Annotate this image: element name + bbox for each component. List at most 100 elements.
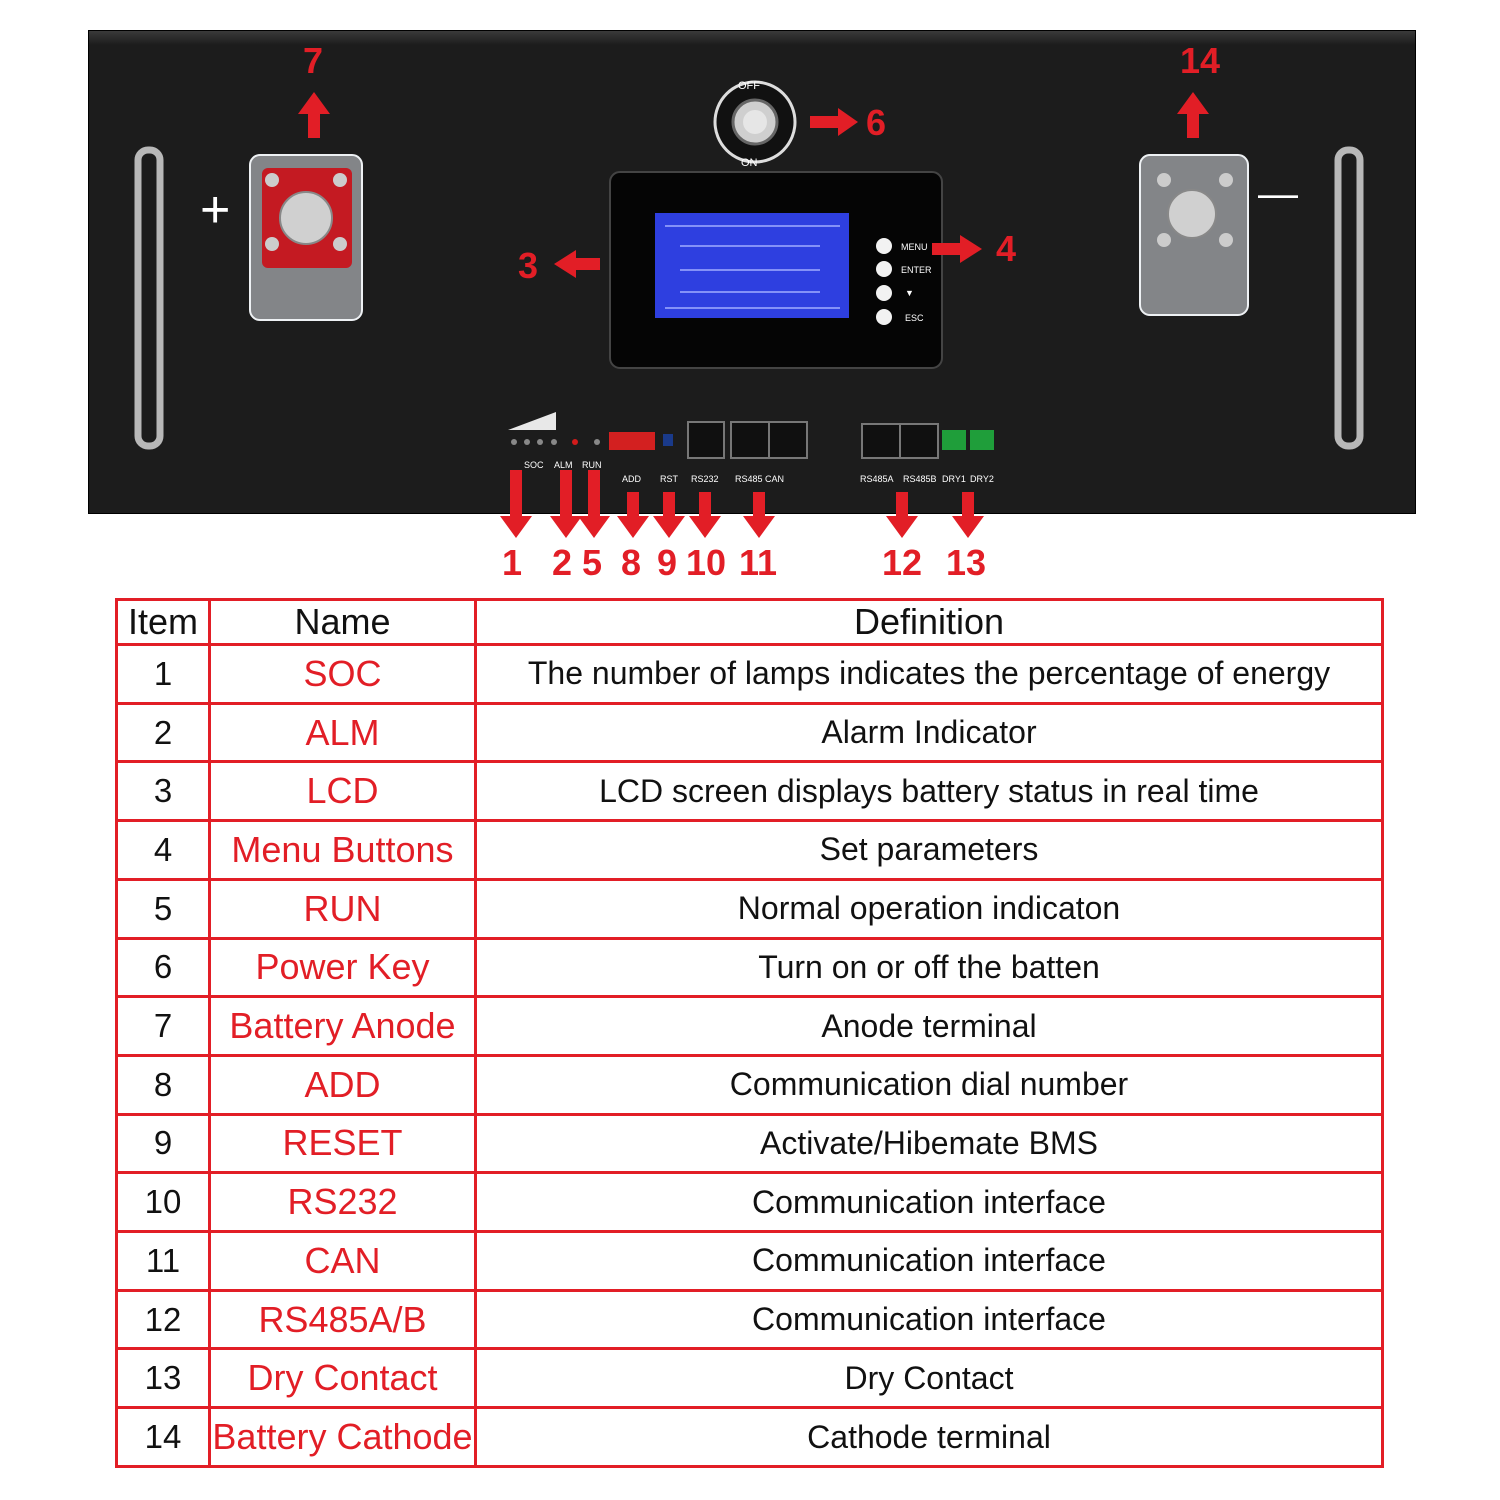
reset-button	[663, 434, 673, 446]
cell-name: LCD	[208, 760, 477, 823]
cell-definition: Activate/Hibemate BMS	[474, 1112, 1384, 1175]
cell-definition: Turn on or off the batten	[474, 936, 1384, 999]
panel-artwork	[134, 80, 1364, 538]
esc-button-label: ESC	[905, 313, 924, 323]
rs485-can-port-label: RS485 CAN	[735, 474, 785, 484]
callout-2: 2	[552, 542, 573, 583]
header-definition: Definition	[474, 598, 1384, 646]
cell-name: RUN	[208, 877, 477, 940]
dry2-port-label: DRY2	[970, 474, 994, 484]
callout-9: 9	[657, 542, 678, 583]
header-item: Item	[115, 598, 211, 646]
cell-name: SOC	[208, 643, 477, 705]
cell-item: 3	[115, 760, 211, 823]
cell-item: 10	[115, 1171, 211, 1234]
lcd-screen	[655, 213, 849, 318]
alm-label: ALM	[554, 460, 573, 470]
cell-item: 12	[115, 1288, 211, 1351]
power-on-label: ON	[741, 157, 758, 169]
negative-symbol: —	[1258, 172, 1298, 216]
callout-12: 12	[882, 542, 923, 583]
rj45-ports	[687, 421, 939, 459]
cell-definition: Set parameters	[474, 819, 1384, 881]
cell-item: 7	[115, 995, 211, 1057]
cell-definition: Communication interface	[474, 1171, 1384, 1234]
cell-name: Battery Cathode	[208, 1406, 477, 1468]
cell-item: 1	[115, 643, 211, 705]
dry-contact-terminals	[942, 430, 994, 450]
cell-definition: LCD screen displays battery status in re…	[474, 760, 1384, 823]
cell-name: RS232	[208, 1171, 477, 1234]
cell-definition: Cathode terminal	[474, 1406, 1384, 1468]
cell-item: 5	[115, 877, 211, 940]
callout-6: 6	[866, 102, 887, 143]
table-header-row: Item Name Definition	[115, 598, 1384, 646]
callout-5: 5	[582, 542, 603, 583]
soc-label: SOC	[524, 460, 544, 470]
cell-name: Power Key	[208, 936, 477, 999]
header-name: Name	[208, 598, 477, 646]
cell-item: 11	[115, 1230, 211, 1292]
callout-4: 4	[996, 228, 1017, 269]
cell-definition: Alarm Indicator	[474, 701, 1384, 764]
enter-button-label: ENTER	[901, 265, 932, 275]
cell-definition: Communication interface	[474, 1288, 1384, 1351]
callout-3: 3	[518, 245, 539, 286]
cell-item: 2	[115, 701, 211, 764]
rs485a-port-label: RS485A	[860, 474, 894, 484]
menu-buttons	[876, 238, 892, 325]
callout-arrows	[298, 92, 1209, 538]
cell-item: 14	[115, 1406, 211, 1468]
callout-13: 13	[946, 542, 987, 583]
callout-8: 8	[621, 542, 642, 583]
cell-name: ALM	[208, 701, 477, 764]
cell-definition: Anode terminal	[474, 995, 1384, 1057]
cell-definition: Communication interface	[474, 1230, 1384, 1292]
callout-14: 14	[1180, 40, 1221, 81]
cell-definition: The number of lamps indicates the percen…	[474, 643, 1384, 705]
cell-name: Dry Contact	[208, 1347, 477, 1410]
cell-definition: Communication dial number	[474, 1053, 1384, 1116]
cell-name: Battery Anode	[208, 995, 477, 1057]
positive-terminal-icon	[249, 154, 363, 321]
down-button-label: ▼	[905, 288, 914, 298]
positive-symbol: +	[200, 181, 231, 239]
negative-terminal-icon	[1139, 154, 1249, 316]
power-off-label: OFF	[738, 80, 760, 92]
callout-7: 7	[303, 40, 324, 81]
cell-item: 6	[115, 936, 211, 999]
cell-definition: Dry Contact	[474, 1347, 1384, 1410]
rs232-port-label: RS232	[691, 474, 719, 484]
cell-item: 13	[115, 1347, 211, 1410]
dry1-port-label: DRY1	[942, 474, 966, 484]
cell-name: ADD	[208, 1053, 477, 1116]
cell-item: 8	[115, 1053, 211, 1116]
callout-1: 1	[502, 542, 523, 583]
cell-definition: Normal operation indicaton	[474, 877, 1384, 940]
add-port-label: ADD	[622, 474, 642, 484]
cell-item: 9	[115, 1112, 211, 1175]
rs485b-port-label: RS485B	[903, 474, 937, 484]
cell-name: CAN	[208, 1230, 477, 1292]
run-label: RUN	[582, 460, 602, 470]
cell-item: 4	[115, 819, 211, 881]
callout-11: 11	[739, 542, 778, 583]
add-dip-switch	[609, 432, 655, 450]
rst-port-label: RST	[660, 474, 678, 484]
